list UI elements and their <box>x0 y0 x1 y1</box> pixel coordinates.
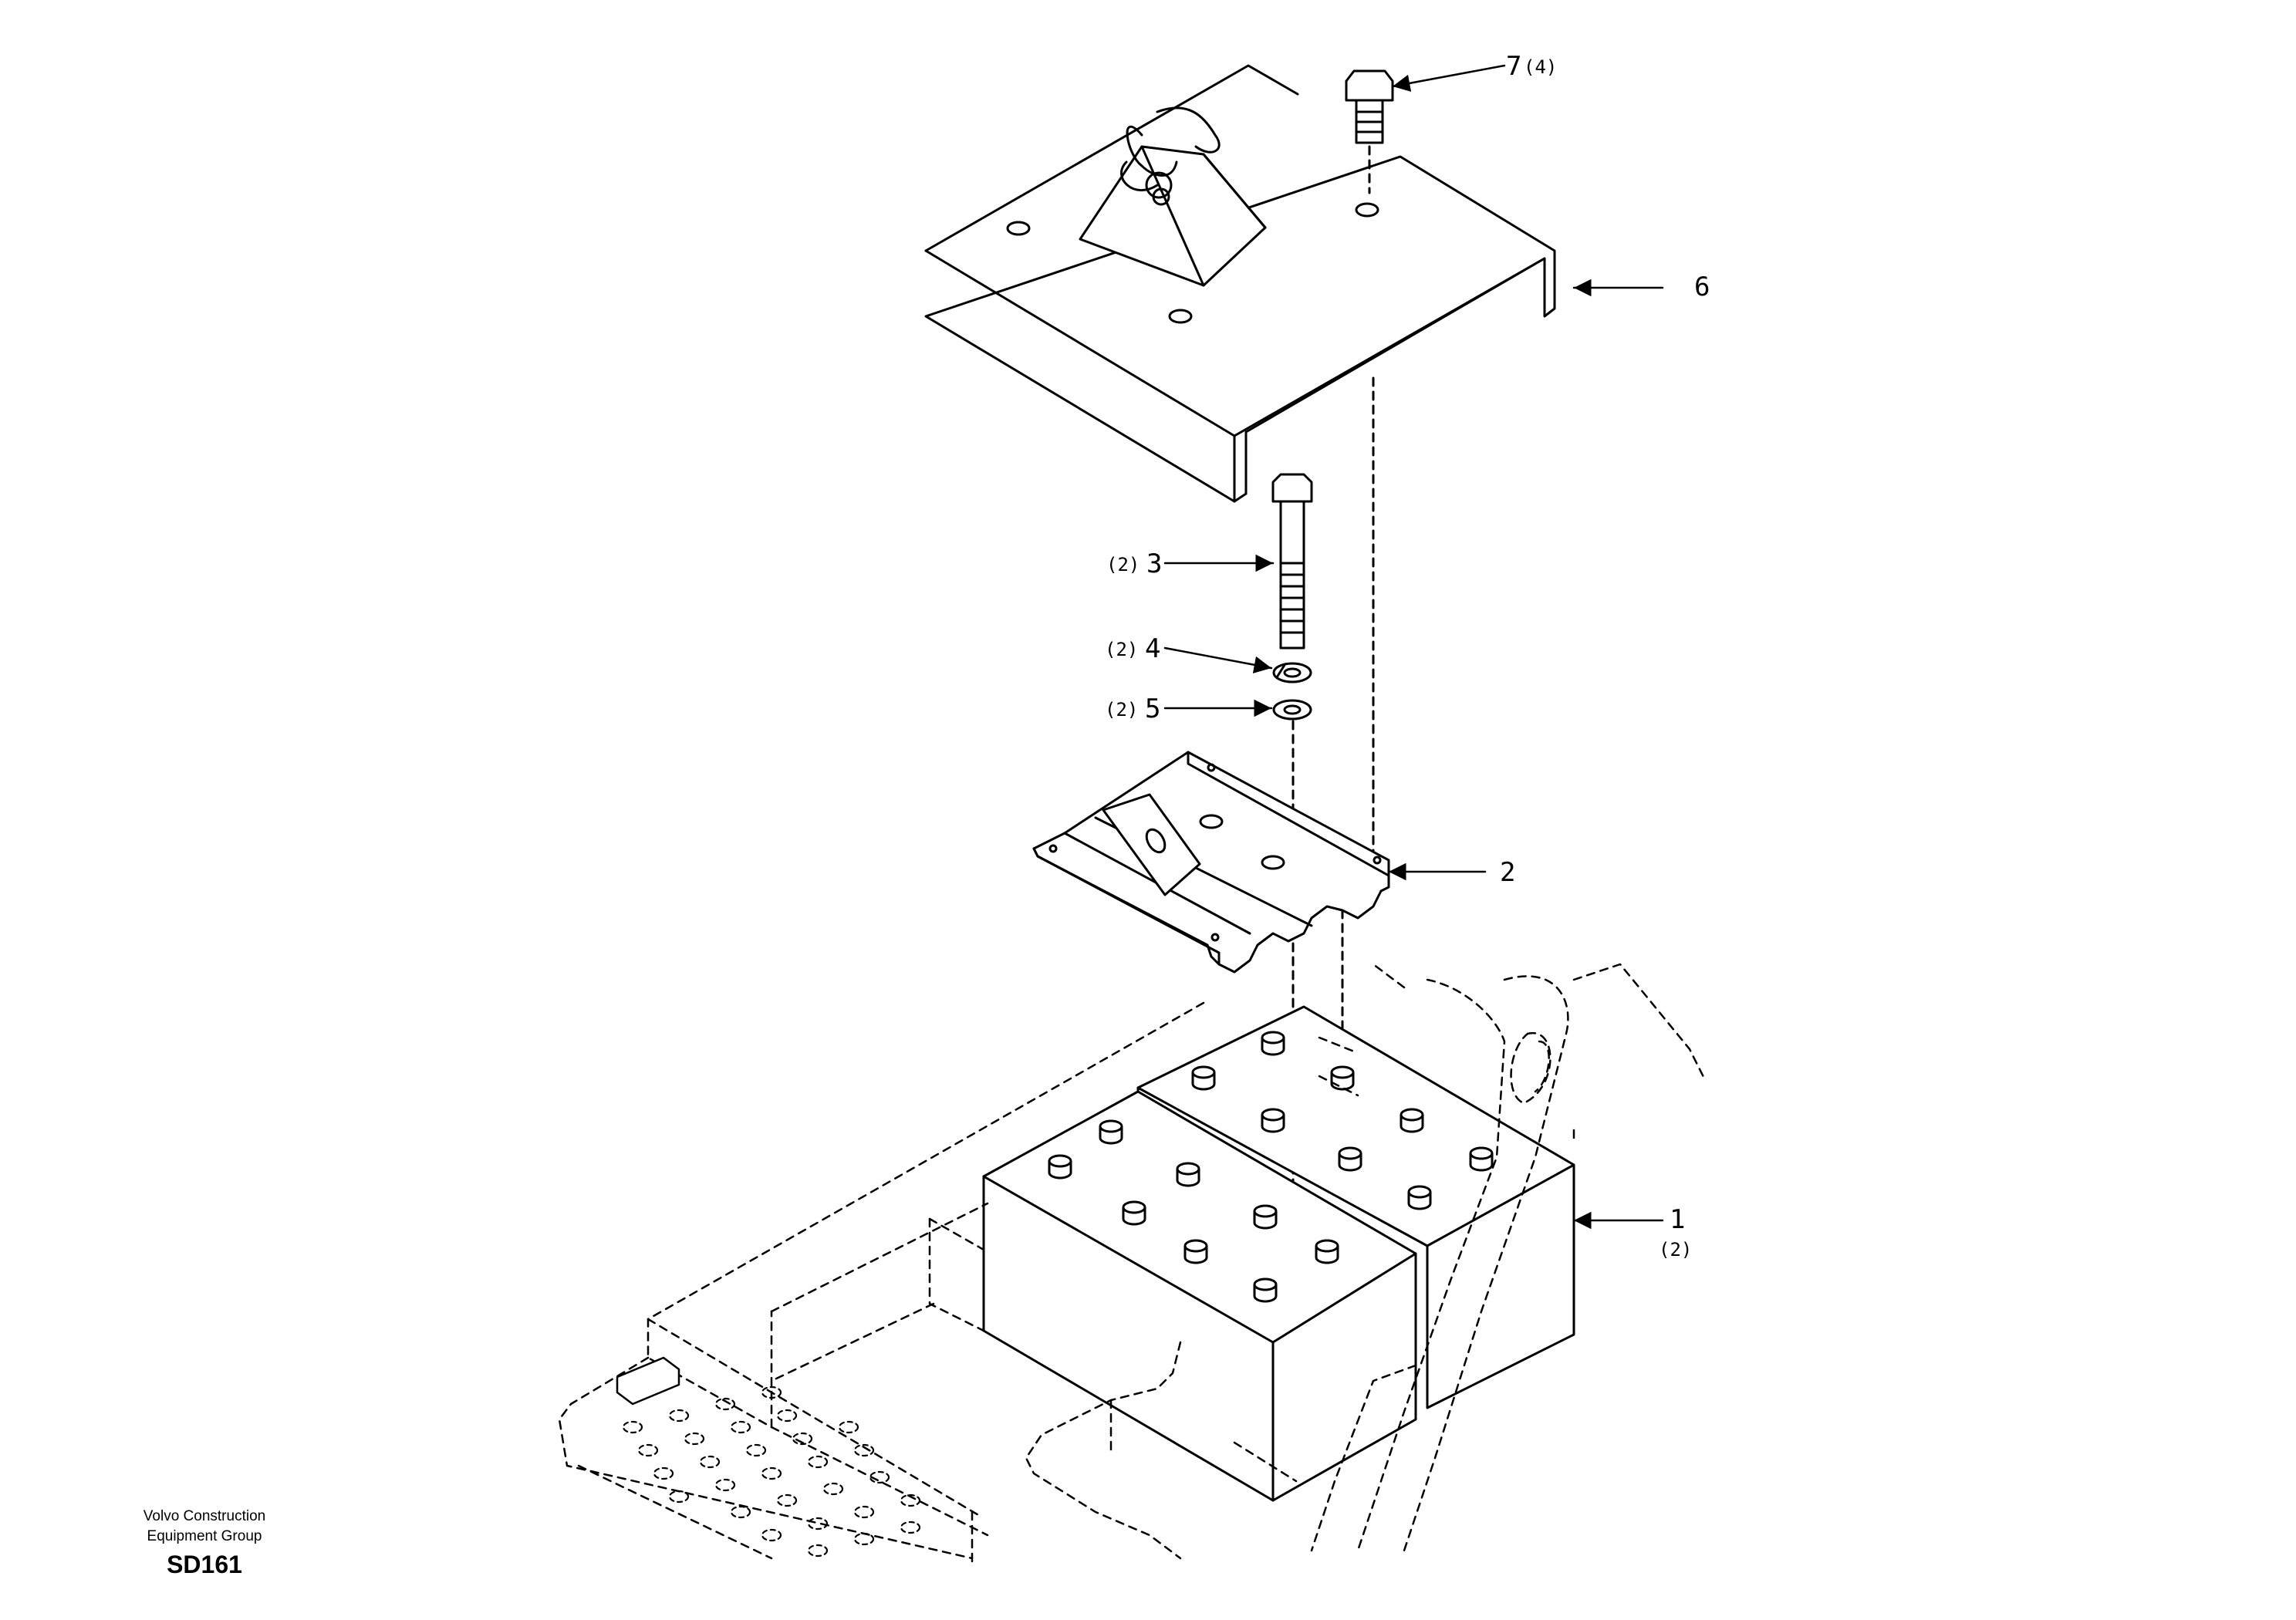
diagram-code: SD161 <box>167 1551 242 1578</box>
step-plate <box>616 1356 921 1558</box>
company-name-line-1: Volvo Construction <box>143 1508 266 1524</box>
callout-4: 4 <box>1145 633 1160 664</box>
callout-6: 6 <box>1694 272 1710 302</box>
callout-4-qty: (2) <box>1105 639 1138 660</box>
lock-washer-4 <box>1272 662 1312 683</box>
callout-5: 5 <box>1145 694 1160 724</box>
step-plate-holes <box>622 1385 921 1558</box>
machine-frame-outline <box>558 963 1707 1568</box>
battery-cover <box>924 64 1556 503</box>
company-name-line-2: Equipment Group <box>147 1528 262 1544</box>
bolt-7 <box>1345 69 1394 194</box>
bolt-3 <box>1271 473 1313 650</box>
hold-down-bracket <box>1032 751 1390 974</box>
battery-terminals <box>1048 1031 1494 1303</box>
leader-arrows <box>1163 64 1664 1230</box>
leader-arrow-4 <box>1163 646 1273 673</box>
leader-arrow-7 <box>1391 64 1506 92</box>
callout-1-qty: (2) <box>1659 1239 1692 1261</box>
callout-7-qty: (4) <box>1524 56 1557 78</box>
flat-washer-5 <box>1272 699 1312 721</box>
callout-3-qty: (2) <box>1106 554 1140 575</box>
callout-5-qty: (2) <box>1105 699 1138 721</box>
callout-3: 3 <box>1146 548 1162 579</box>
callout-2: 2 <box>1500 857 1515 888</box>
callout-1: 1 <box>1670 1204 1685 1235</box>
callout-7: 7 <box>1506 51 1521 82</box>
company-name: Volvo Construction Equipment Group <box>116 1507 293 1547</box>
